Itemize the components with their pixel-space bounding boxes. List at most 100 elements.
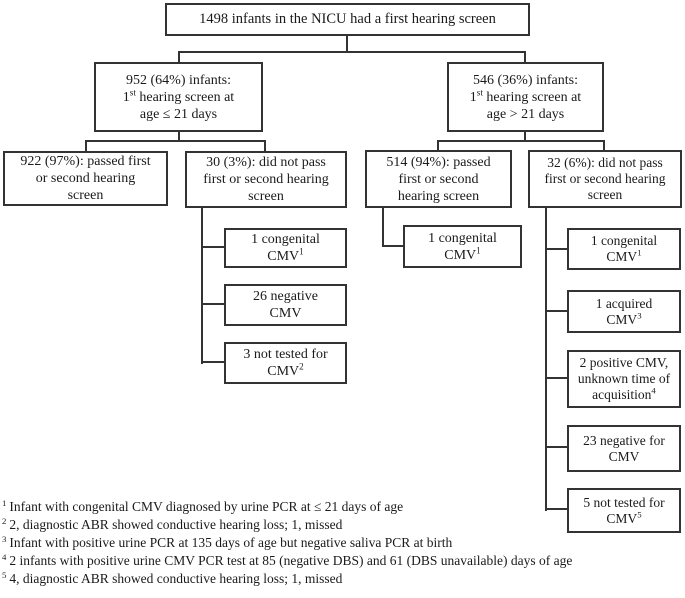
node-late-fail-congenital-cmv: 1 congenital CMV1: [567, 228, 681, 270]
node-late-fail-positive-cmv-unknown: 2 positive CMV, unknown time of acquisit…: [567, 350, 681, 408]
node-late-screen-line1: 546 (36%) infants:: [473, 72, 578, 88]
connector-late-fail-stub-5: [545, 508, 567, 510]
line2: CMV1: [444, 244, 481, 264]
node-early-pass-line1: 922 (97%): passed first: [20, 154, 151, 169]
connector-top-horizontal: [178, 51, 526, 53]
connector-early-horizontal: [85, 140, 266, 142]
node-early-fail-line1: 30 (3%): did not pass: [206, 155, 326, 170]
connector-early-fail-stub-1: [201, 246, 224, 248]
node-late-pass-line1: 514 (94%): passed: [386, 154, 491, 170]
connector-root-down: [346, 36, 348, 52]
footnote-4-marker: 4: [2, 551, 7, 562]
footnote-3-text: Infant with positive urine PCR at 135 da…: [9, 535, 453, 550]
footnote-5-marker: 5: [2, 569, 7, 580]
connector-early-down: [178, 131, 180, 141]
footnote-2-text: 2, diagnostic ABR showed conductive hear…: [9, 517, 343, 532]
node-late-fail-line2: first or second hearing: [544, 171, 666, 186]
node-early-pass: 922 (97%): passed first or second hearin…: [3, 151, 168, 206]
node-late-pass-congenital-cmv: 1 congenital CMV1: [403, 225, 522, 268]
connector-late-fail-drop: [603, 140, 605, 150]
line2: unknown time of: [577, 371, 671, 386]
line2: CMV1: [606, 247, 642, 265]
line2-text: CMV: [269, 306, 302, 321]
footnote-2-marker: 2: [2, 515, 7, 526]
node-late-fail-not-tested-cmv: 5 not tested for CMV5: [567, 488, 681, 533]
node-early-screen-line2: 1st hearing screen at: [122, 86, 235, 106]
footnote-5-text: 4, diagnostic ABR showed conductive hear…: [9, 571, 343, 586]
connector-early-fail-ladder: [201, 207, 203, 364]
node-late-fail-negative-cmv: 23 negative for CMV: [567, 425, 681, 472]
node-late-fail-line3: screen: [587, 187, 623, 202]
line2-text: CMV: [606, 311, 638, 327]
connector-early-fail-stub-2: [201, 303, 224, 305]
footnote-ref: 2: [299, 361, 304, 372]
node-late-fail: 32 (6%): did not pass first or second he…: [528, 150, 682, 208]
line1: 5 not tested for: [583, 494, 665, 510]
line2: CMV5: [606, 509, 642, 527]
footnote-1-marker: 1: [2, 497, 7, 508]
line1: 1 congenital: [590, 233, 658, 248]
line2: CMV2: [267, 361, 304, 380]
connector-early-pass-drop: [85, 140, 87, 151]
node-early-pass-line2: or second hearing: [35, 171, 136, 186]
line2-rest: hearing screen at: [135, 89, 235, 105]
footnote-ref: 5: [637, 509, 642, 519]
ordinal-suffix: st: [129, 86, 136, 97]
node-early-screen-line3: age ≤ 21 days: [139, 106, 218, 122]
ordinal-base: 1: [122, 89, 130, 105]
ordinal-suffix: st: [476, 86, 483, 97]
connector-late-fail-stub-2: [545, 310, 567, 312]
footnote-4-text: 2 infants with positive urine CMV PCR te…: [9, 553, 573, 568]
footnote-3-marker: 3: [2, 533, 7, 544]
node-late-pass: 514 (94%): passed first or second hearin…: [365, 150, 512, 208]
line1: 1 congenital: [428, 230, 497, 246]
ordinal-base: 1: [469, 89, 477, 105]
connector-late-pass-stub-1: [382, 245, 403, 247]
line2-rest: hearing screen at: [482, 89, 582, 105]
node-late-screen: 546 (36%) infants: 1st hearing screen at…: [447, 62, 604, 132]
node-early-screen-line1: 952 (64%) infants:: [126, 72, 231, 88]
line1: 1 acquired: [595, 295, 653, 311]
line2-text: CMV: [606, 249, 638, 264]
connector-late-fail-stub-4: [545, 446, 567, 448]
node-early-fail-not-tested-cmv: 3 not tested for CMV2: [224, 342, 347, 384]
connector-early-top: [178, 51, 180, 62]
node-late-pass-line3: hearing screen: [397, 188, 480, 204]
connector-late-pass-drop: [437, 140, 439, 150]
connector-late-top: [524, 51, 526, 62]
node-early-fail-line3: screen: [248, 189, 284, 204]
footnote-ref: 1: [637, 247, 642, 258]
node-early-fail-line2: first or second hearing: [203, 172, 329, 187]
line2: CMV: [270, 305, 302, 322]
node-total-infants: 1498 infants in the NICU had a first hea…: [165, 3, 530, 36]
line1: 2 positive CMV,: [579, 355, 669, 370]
footnote-ref: 4: [651, 385, 656, 396]
line2-text: CMV: [444, 247, 477, 263]
line2: CMV1: [267, 246, 304, 265]
node-early-fail-negative-cmv: 26 negative CMV: [224, 284, 347, 326]
connector-early-fail-drop: [264, 140, 266, 151]
node-late-screen-line3: age > 21 days: [486, 106, 565, 122]
line1: 23 negative for: [583, 432, 665, 448]
node-late-fail-line1: 32 (6%): did not pass: [547, 155, 663, 170]
footnote-ref: 1: [299, 246, 304, 257]
line3: acquisition4: [592, 385, 656, 403]
node-late-screen-line2: 1st hearing screen at: [469, 86, 582, 106]
node-total-infants-text: 1498 infants in the NICU had a first hea…: [199, 11, 496, 27]
footnote-1-text: Infant with congenital CMV diagnosed by …: [9, 499, 404, 514]
line3-text: acquisition: [592, 387, 652, 402]
line2: CMV3: [606, 311, 641, 328]
line2: CMV: [609, 449, 640, 465]
connector-late-fail-ladder: [545, 208, 547, 511]
line2-text: CMV: [608, 448, 640, 464]
connector-late-down: [524, 131, 526, 141]
footnote-ref: 1: [476, 244, 481, 255]
connector-late-fail-stub-1: [545, 248, 567, 250]
